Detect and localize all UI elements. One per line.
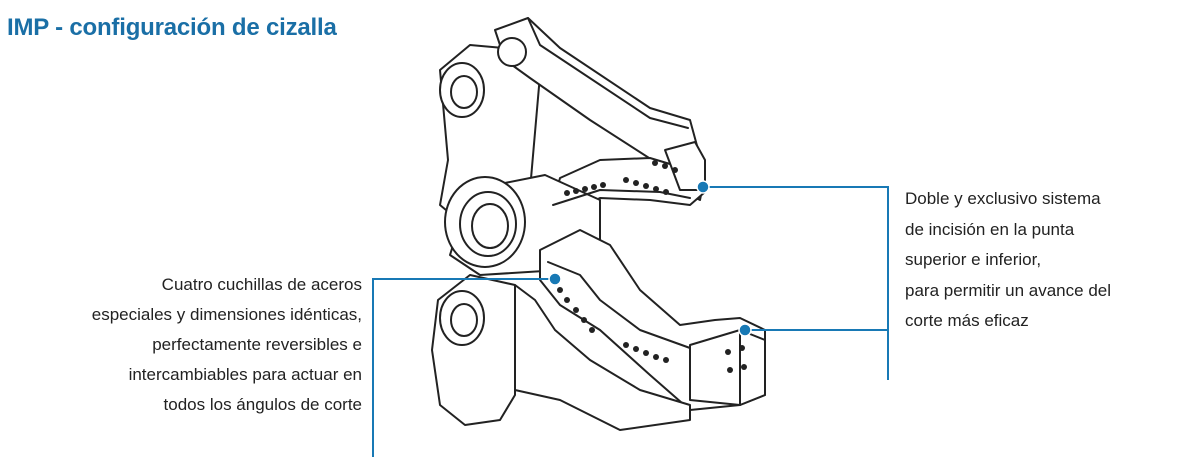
page-title: IMP - configuración de cizalla: [7, 14, 337, 41]
callout-incision-line: corte más eficaz: [905, 311, 1029, 330]
callout-incision-system: Doble y exclusivo sistema de incisión en…: [905, 184, 1180, 337]
callout-blades: Cuatro cuchillas de aceros especiales y …: [22, 270, 362, 420]
callout-blades-line: Cuatro cuchillas de aceros: [161, 275, 362, 294]
top-rail-plate: [494, 17, 706, 201]
upper-tip-block: [664, 141, 706, 191]
callout-incision-line: Doble y exclusivo sistema: [905, 189, 1101, 208]
leader-lines: [372, 186, 889, 457]
callout-blades-line: todos los ángulos de corte: [163, 395, 362, 414]
marker-upper-tip: [696, 180, 710, 194]
callout-blades-line: perfectamente reversibles e: [152, 335, 362, 354]
marker-lower-tip: [738, 323, 752, 337]
lower-bolt-circle: [439, 290, 485, 346]
leader-left: [372, 278, 555, 457]
callout-blades-line: especiales y dimensiones idénticas,: [91, 305, 362, 324]
lower-tip-block: [689, 329, 766, 406]
upper-blade: [552, 189, 691, 206]
leader-markers: [548, 180, 752, 337]
pivot-boss: [444, 176, 526, 268]
upper-bolt-circle: [439, 37, 527, 118]
callout-incision-line: superior e inferior,: [905, 250, 1042, 269]
leader-right-top: [703, 186, 889, 380]
marker-left: [548, 272, 562, 286]
lower-frame: [514, 284, 691, 431]
callout-incision-line: para permitir un avance del: [905, 280, 1112, 300]
callout-blades-line: intercambiables para actuar en: [128, 365, 362, 384]
callout-incision-line: de incisión en la punta: [905, 219, 1075, 239]
top-rail-edge: [527, 17, 689, 129]
